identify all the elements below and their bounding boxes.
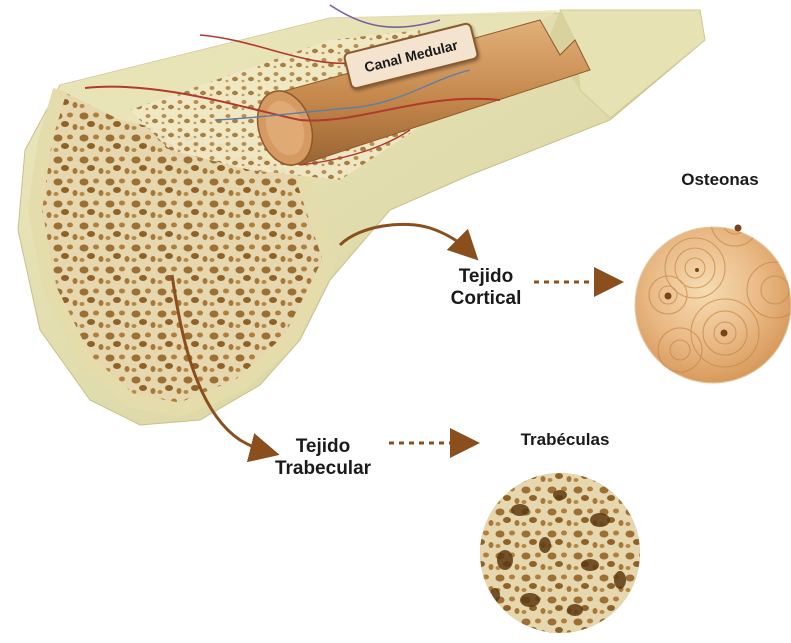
tejido-cortical-label: Tejido Cortical	[426, 266, 546, 310]
trabecular-disc	[478, 470, 643, 635]
osteon-disc	[635, 198, 791, 383]
tejido-cortical-line1: Tejido	[426, 266, 546, 288]
tejido-trabecular-label: Tejido Trabecular	[258, 436, 388, 480]
tejido-trabecular-line2: Trabecular	[258, 458, 388, 480]
tejido-cortical-line2: Cortical	[426, 288, 546, 310]
osteonas-label: Osteonas	[665, 170, 775, 190]
trabeculas-label: Trabéculas	[505, 430, 625, 450]
tejido-trabecular-line1: Tejido	[258, 436, 388, 458]
